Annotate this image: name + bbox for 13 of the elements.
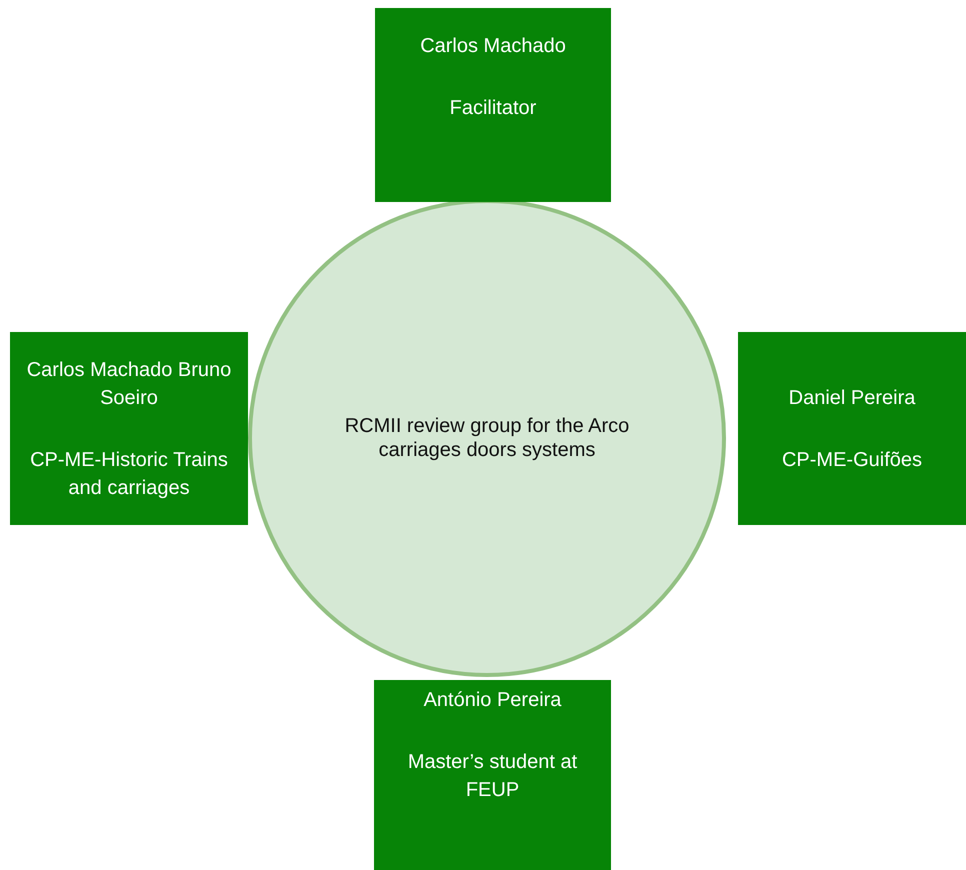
member-name: Daniel Pereira xyxy=(788,386,916,410)
group-title: RCMII review group for the Arco carriages doors systems xyxy=(344,414,630,462)
member-role: CP-ME-Historic Trains and carriages xyxy=(29,448,229,500)
member-name: Carlos Machado Bruno Soeiro xyxy=(26,358,232,410)
member-box xyxy=(375,8,611,202)
member-name: António Pereira xyxy=(424,688,562,713)
member-box xyxy=(738,332,966,525)
member-role: Facilitator xyxy=(450,96,536,121)
member-role: Master’s student at FEUP xyxy=(406,750,578,803)
member-box xyxy=(374,680,611,870)
member-box xyxy=(10,332,248,525)
member-name: Carlos Machado xyxy=(420,34,566,59)
member-role: CP-ME-Guifões xyxy=(782,448,922,472)
